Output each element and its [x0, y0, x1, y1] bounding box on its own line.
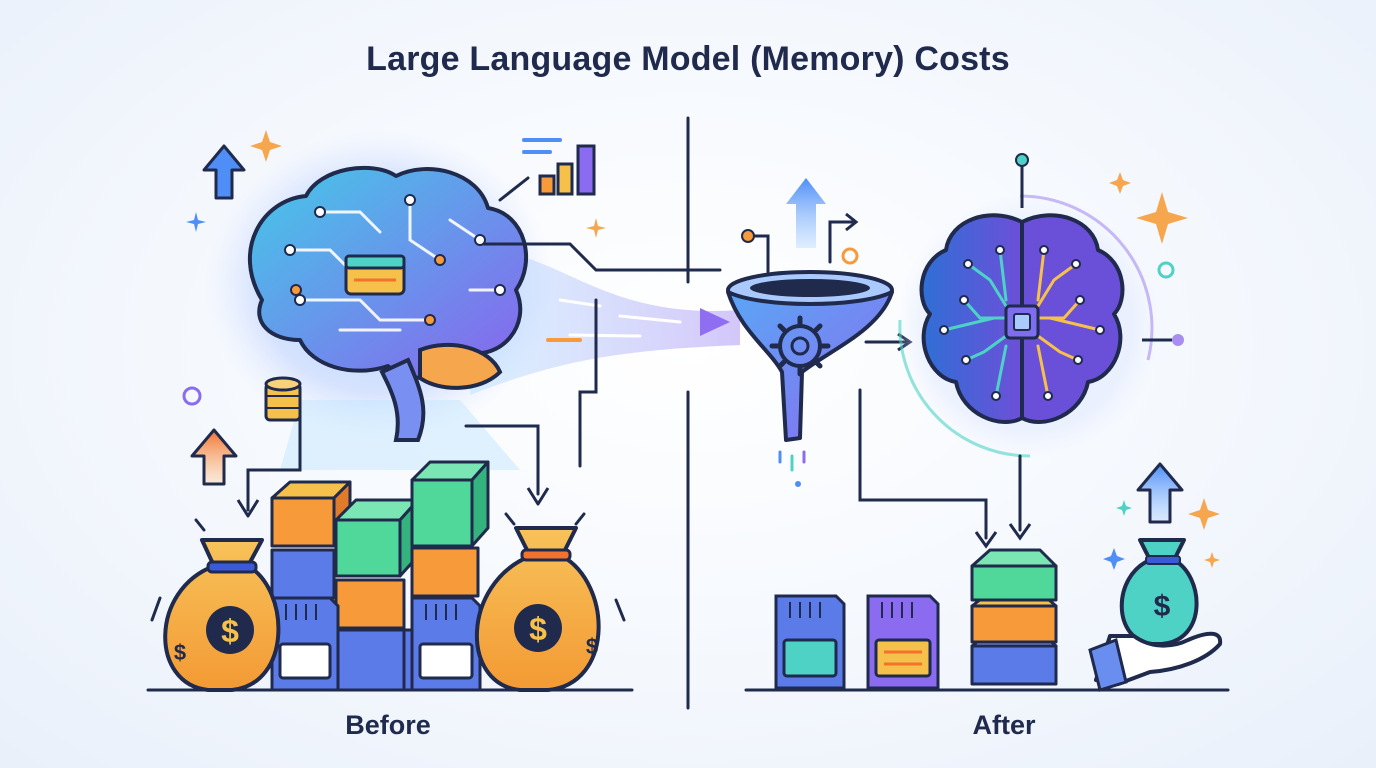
diagram-title: Large Language Model (Memory) Costs	[366, 40, 1010, 78]
cube-stack-icon	[970, 548, 1058, 686]
svg-text:$: $	[174, 640, 186, 665]
circuit-lines-after	[858, 388, 1022, 540]
arrow-down-to-bag-left	[236, 499, 260, 518]
arrow-up-icon	[786, 178, 826, 248]
memory-card-icon	[270, 596, 340, 692]
motion-ticks	[150, 512, 626, 622]
arrow-right-small	[845, 212, 859, 232]
memory-card-icon	[774, 594, 846, 690]
stream-dashes	[558, 298, 682, 338]
circuit-lines-before	[246, 176, 722, 512]
after-label: After	[972, 710, 1036, 740]
before-label: Before	[345, 710, 431, 740]
sparkle-icon	[1116, 500, 1132, 516]
node-dot	[1172, 334, 1184, 346]
funnel-drips	[778, 450, 806, 487]
arrow-up-icon	[190, 428, 238, 486]
money-bag-dollar-icon: $	[1119, 538, 1199, 646]
brain-chip-icon	[919, 213, 1125, 424]
svg-text:$: $	[529, 611, 547, 647]
arrow-up-icon	[1136, 462, 1184, 524]
svg-text:$: $	[1154, 590, 1171, 623]
brain-ring	[898, 319, 1031, 458]
bar-chart-icon	[522, 138, 596, 196]
funnel-gear-icon	[726, 270, 894, 442]
arrow-down-to-bag	[526, 487, 550, 506]
brain-circuit-icon	[248, 165, 529, 442]
arrow-down-to-stack	[1008, 523, 1032, 541]
data-stream	[470, 250, 740, 395]
sparkle-icon	[1204, 552, 1220, 568]
decor-ring	[841, 247, 859, 265]
svg-text:$: $	[221, 613, 239, 649]
sparkle-icon	[1188, 498, 1220, 530]
money-bag-dollar-icon: $ $	[475, 526, 601, 692]
decor-ring	[1157, 261, 1175, 279]
sparkle-icon	[1109, 172, 1131, 194]
sparkle-icon	[1136, 192, 1188, 244]
node-dot	[1015, 153, 1029, 167]
arrow-up-icon	[202, 144, 246, 200]
hand-holding-icon	[1088, 631, 1223, 692]
sparkle-icon	[586, 218, 606, 238]
svg-text:$: $	[586, 634, 598, 659]
sparkle-icon	[186, 212, 206, 232]
coin-stack-icon	[264, 376, 302, 422]
money-bag-dollar-icon: $ $	[163, 538, 281, 692]
memory-card-icon	[410, 596, 482, 692]
arrow-down-to-stack	[974, 531, 998, 549]
node-dot	[741, 229, 755, 243]
stream-arrow-head	[700, 308, 730, 336]
brain-ring	[1019, 194, 1154, 361]
memory-card-icon	[866, 594, 940, 690]
decor-ring	[182, 386, 202, 406]
sparkle-icon	[250, 130, 282, 162]
sparkle-icon	[1103, 548, 1125, 570]
